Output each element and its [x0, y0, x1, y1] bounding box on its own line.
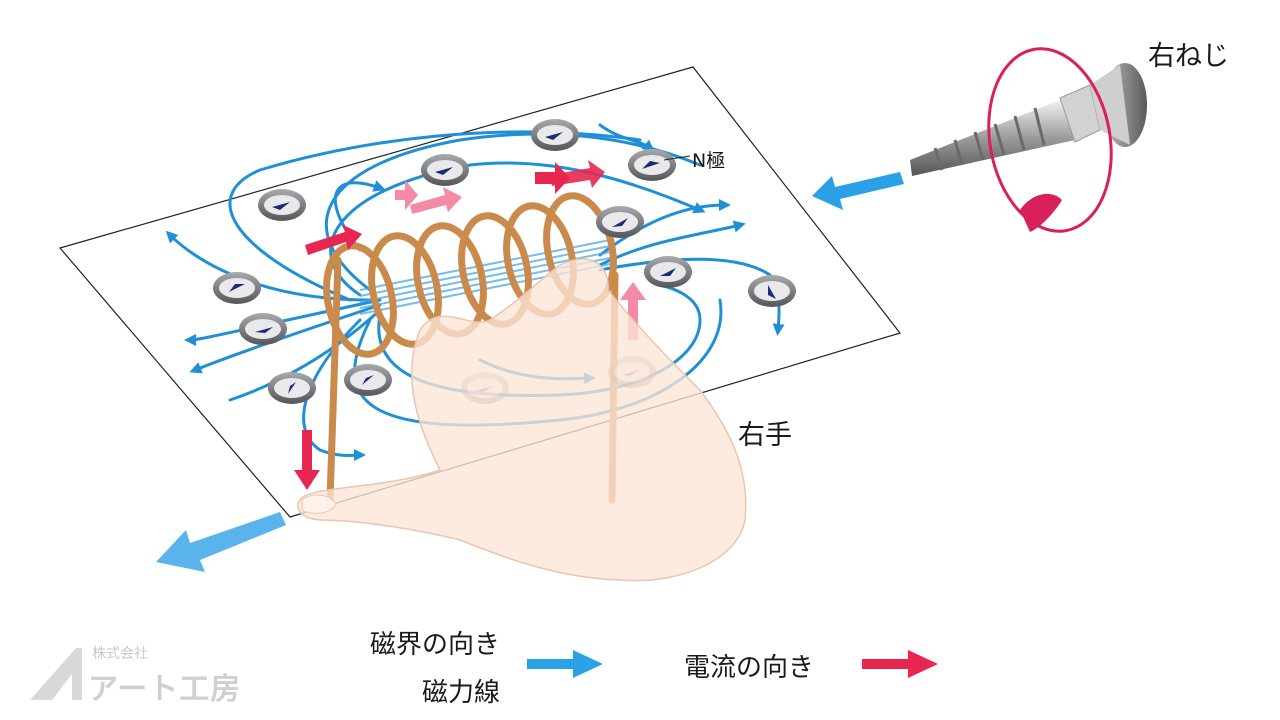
current-arrow — [294, 430, 320, 490]
screw-rotation-ring — [987, 47, 1113, 233]
screw-label: 右ねじ — [1148, 41, 1229, 72]
company-logo — [30, 648, 82, 700]
current-arrow — [305, 225, 362, 255]
current-arrow — [395, 180, 418, 210]
compass-icon — [748, 275, 796, 307]
field-direction-arrow — [156, 512, 286, 572]
n-pole-label: N極 — [692, 150, 726, 172]
compass-icon — [596, 206, 644, 238]
compass-icon — [213, 272, 261, 304]
compass-icon — [531, 119, 579, 151]
coil-lead-left — [326, 256, 342, 504]
compass-icon — [239, 313, 287, 345]
logo-small-text: 株式会社 — [92, 646, 148, 662]
legend-current-direction: 電流の向き — [684, 653, 815, 683]
current-arrows — [294, 160, 605, 490]
field-line — [598, 123, 655, 152]
current-arrow — [535, 162, 570, 194]
right-hand-icon — [297, 258, 747, 582]
n-pole-pointer — [663, 155, 691, 161]
compass-icon — [421, 154, 469, 186]
legend-current-arrow-icon — [862, 650, 938, 678]
field-line — [329, 161, 706, 297]
compass-icon — [628, 149, 676, 181]
legend-field-arrow-icon — [527, 650, 603, 678]
current-arrows-light — [395, 180, 646, 340]
field-line — [325, 132, 702, 292]
field-line — [189, 303, 382, 374]
legend-field-direction: 磁界の向き — [369, 630, 500, 660]
thumb-nail — [301, 494, 337, 514]
screw-icon — [910, 47, 1147, 233]
compass-icon — [344, 364, 392, 396]
screw-axis-arrow — [812, 172, 904, 210]
compass-icon — [644, 256, 692, 288]
compass-icon — [268, 372, 316, 404]
rotation-arrow — [1020, 193, 1062, 232]
current-arrow — [410, 187, 462, 214]
hand-label: 右手 — [738, 420, 792, 451]
legend-field-lines: 磁力線 — [421, 678, 500, 708]
logo-big-text: アート工房 — [88, 672, 242, 707]
field-line — [228, 130, 642, 302]
field-line — [228, 308, 382, 402]
current-arrow — [620, 282, 646, 340]
field-line — [598, 220, 746, 267]
compass-icon — [258, 189, 306, 221]
